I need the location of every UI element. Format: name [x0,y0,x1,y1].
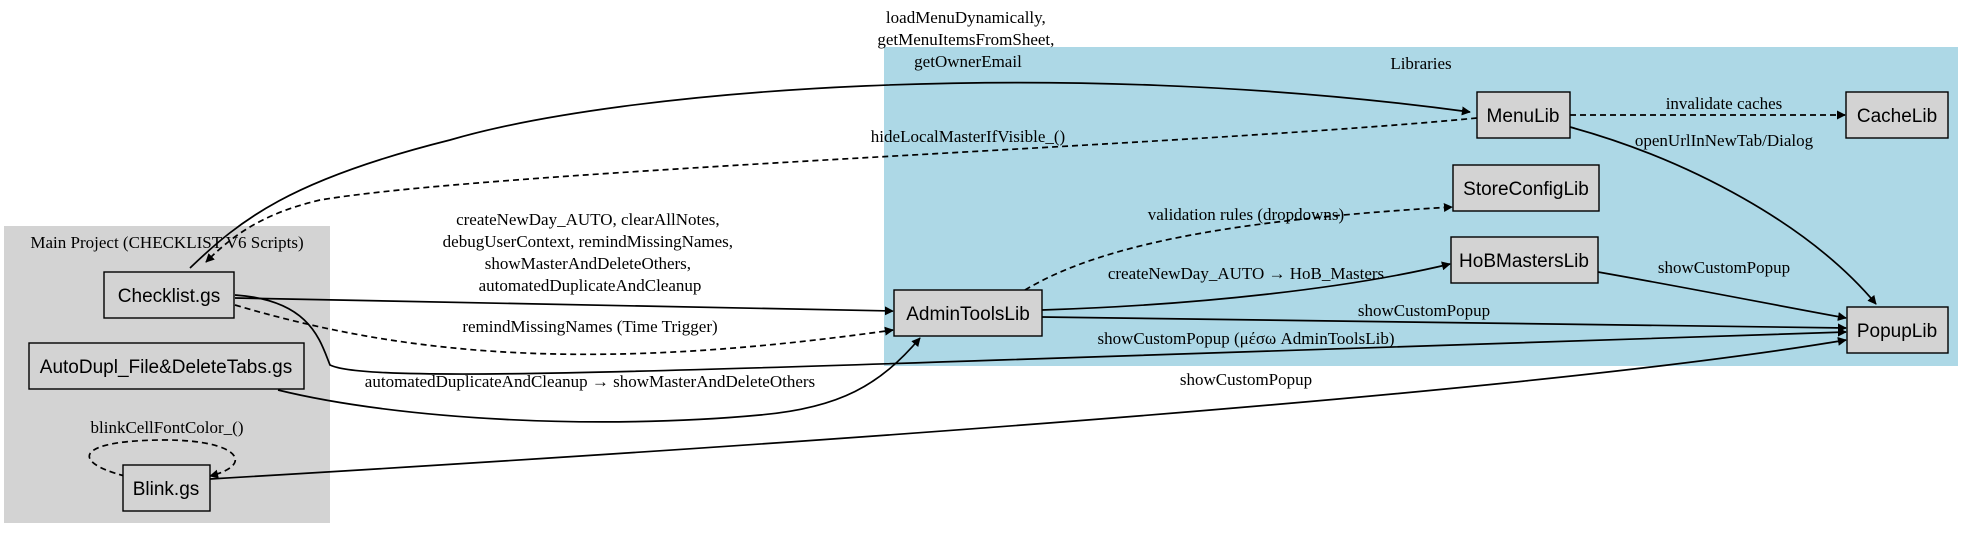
edge-label-checklist-admintools: createNewDay_AUTO, clearAllNotes, debugU… [443,210,738,295]
node-autodupl[interactable]: AutoDupl_File&DeleteTabs.gs [28,342,305,390]
node-autodupl-box [28,342,305,390]
edge-label-autodupl-admintools: automatedDuplicateAndCleanup → showMaste… [365,372,815,391]
node-hobmasterslib[interactable]: HoBMastersLib [1450,236,1599,284]
edge-hobmasters-popuplib [1597,271,1847,322]
edge-checklist-admintools-dashed [234,304,894,356]
edge-label-blink-popuplib: showCustomPopup [1180,370,1312,389]
node-checklist[interactable]: Checklist.gs [103,271,235,319]
edge-label-menulib-popuplib: openUrlInNewTab/Dialog [1635,131,1814,150]
edge-checklist-menulib [189,81,1471,269]
edge-label-line: createNewDay_AUTO, clearAllNotes, [456,210,720,229]
edge-label-line: getMenuItemsFromSheet, [877,30,1054,49]
edge-label-line: loadMenuDynamically, [886,8,1046,27]
edge-label-menulib-cachelib: invalidate caches [1666,94,1783,113]
edge-label-menulib-checklist: hideLocalMasterIfVisible_() [871,127,1065,146]
node-menulib[interactable]: MenuLib [1476,91,1571,139]
node-blink[interactable]: Blink.gs [122,464,211,512]
edge-labels: loadMenuDynamically, getMenuItemsFromShe… [91,8,1814,437]
node-admintoolslib[interactable]: AdminToolsLib [893,289,1043,337]
node-storeconfiglib[interactable]: StoreConfigLib [1452,164,1600,212]
edge-admintools-hobmasters [1041,261,1451,311]
node-admintoolslib-box [893,289,1043,337]
edge-admintools-popuplib [1041,316,1847,333]
node-autodupl-label: AutoDupl_File&DeleteTabs.gs [40,357,292,378]
node-popuplib[interactable]: PopupLib [1846,306,1949,354]
node-blink-box [122,464,211,512]
node-storeconfiglib-box [1452,164,1600,212]
node-cachelib-box [1845,91,1949,139]
edge-blink-self [88,439,237,479]
edge-label-hobmasters-popuplib: showCustomPopup [1658,258,1790,277]
cluster-libraries: Libraries [884,47,1958,366]
node-checklist-box [103,271,235,319]
node-hobmasterslib-label: HoBMastersLib [1459,251,1589,272]
edge-label-admintools-hobmasters: createNewDay_AUTO → HoB_Masters [1108,264,1384,283]
node-menulib-label: MenuLib [1487,106,1560,127]
edge-checklist-admintools [234,297,894,316]
node-blink-label: Blink.gs [133,479,200,500]
cluster-main-project-label: Main Project (CHECKLIST V6 Scripts) [30,233,303,252]
edge-label-line: automatedDuplicateAndCleanup [479,276,702,295]
edge-admintools-storeconfig [1024,202,1453,291]
edge-label-checklist-menulib: loadMenuDynamically, getMenuItemsFromShe… [877,8,1058,71]
edge-label-line: getOwnerEmail [914,52,1022,71]
edge-label-line: showMasterAndDeleteOthers, [485,254,691,273]
node-admintoolslib-label: AdminToolsLib [906,304,1030,325]
cluster-libraries-label: Libraries [1390,54,1451,73]
edges [88,81,1877,480]
node-storeconfiglib-label: StoreConfigLib [1463,179,1589,200]
edge-autodupl-admintools [277,337,921,423]
edge-label-blink-self: blinkCellFontColor_() [91,418,244,437]
edge-label-admintools-popuplib: showCustomPopup [1358,301,1490,320]
node-menulib-box [1476,91,1571,139]
node-popuplib-label: PopupLib [1857,321,1937,342]
edge-label-checklist-admintools-dashed: remindMissingNames (Time Trigger) [462,317,717,336]
edge-label-line: debugUserContext, remindMissingNames, [443,232,733,251]
node-cachelib[interactable]: CacheLib [1845,91,1949,139]
edge-label-admintools-storeconfig: validation rules (dropdowns) [1148,205,1344,224]
nodes: Checklist.gs AutoDupl_File&DeleteTabs.gs… [28,91,1949,512]
edge-blink-popuplib [209,336,1847,480]
node-cachelib-label: CacheLib [1857,106,1937,127]
edge-menulib-checklist [205,117,1478,263]
node-checklist-label: Checklist.gs [118,286,220,307]
node-popuplib-box [1846,306,1949,354]
cluster-libraries-box [884,47,1958,366]
node-hobmasterslib-box [1450,236,1599,284]
edge-menulib-popuplib [1569,126,1877,305]
edge-label-checklist-popuplib: showCustomPopup (μέσω AdminToolsLib) [1097,329,1394,348]
